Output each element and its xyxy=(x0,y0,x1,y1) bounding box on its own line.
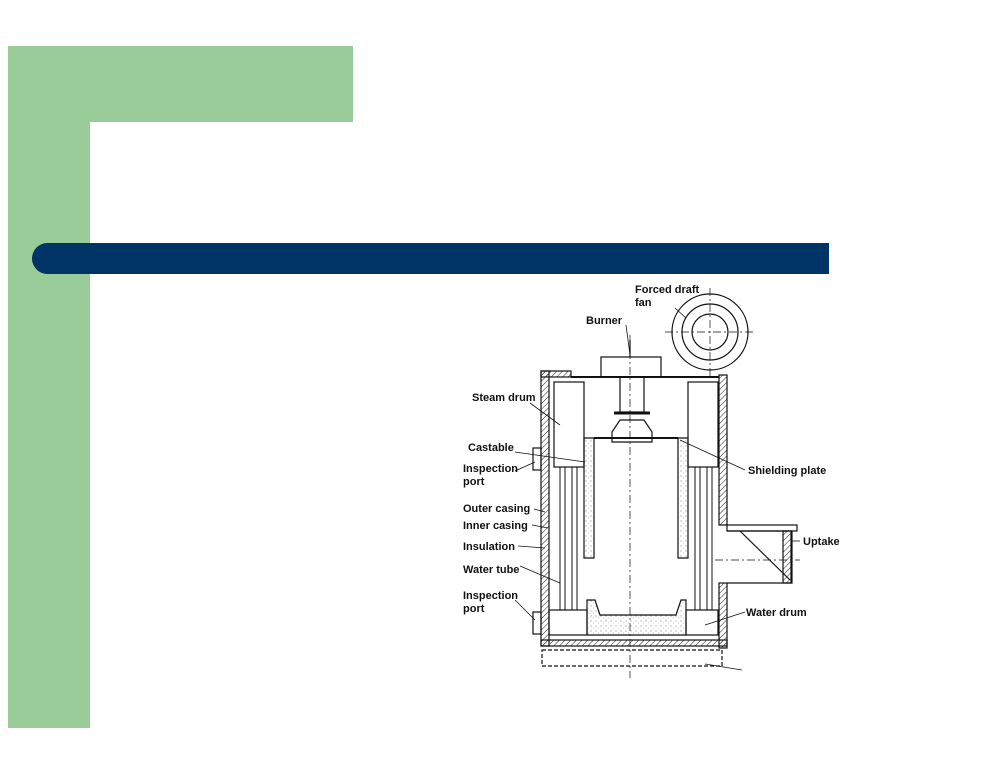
label-inspection-port-bottom-2: port xyxy=(463,603,485,615)
boiler-diagram: Forced draft fan Burner Steam drum Casta… xyxy=(463,284,840,678)
title-bar xyxy=(32,243,829,274)
label-inspection-port-top-2: port xyxy=(463,476,485,488)
label-inner-casing: Inner casing xyxy=(463,520,528,532)
label-inspection-port-top: Inspection xyxy=(463,463,518,475)
label-insulation: Insulation xyxy=(463,541,515,553)
label-inspection-port-bottom: Inspection xyxy=(463,590,518,602)
label-castable: Castable xyxy=(468,442,514,454)
label-burner: Burner xyxy=(586,315,623,327)
label-forced-draft-fan-2: fan xyxy=(635,297,652,309)
content-corner xyxy=(90,122,170,202)
accent-strip-left xyxy=(8,46,90,728)
label-forced-draft-fan: Forced draft xyxy=(635,284,700,296)
label-water-tube: Water tube xyxy=(463,564,519,576)
label-uptake: Uptake xyxy=(803,536,840,548)
label-steam-drum: Steam drum xyxy=(472,392,536,404)
label-water-drum: Water drum xyxy=(746,607,807,619)
label-outer-casing: Outer casing xyxy=(463,503,530,515)
label-shielding-plate: Shielding plate xyxy=(748,465,826,477)
